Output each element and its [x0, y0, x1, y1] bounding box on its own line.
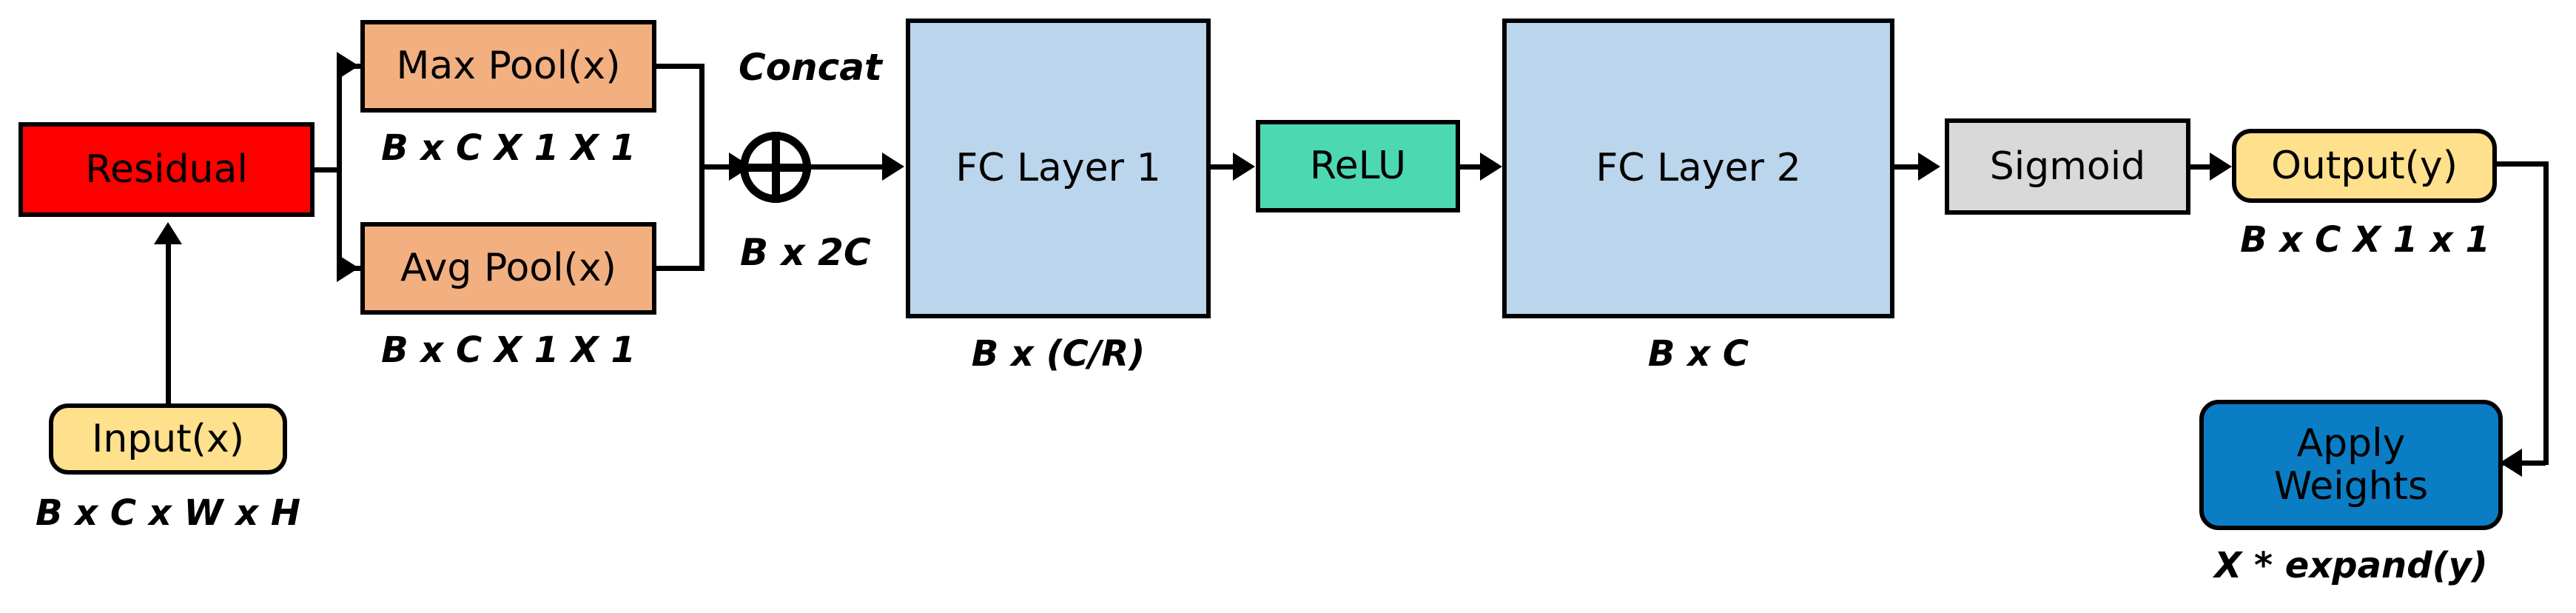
- node-max-pool-label: Max Pool(x): [396, 44, 621, 89]
- label-concat: Concat: [739, 46, 882, 89]
- node-apply-weights[interactable]: Apply Weights: [2199, 400, 2503, 530]
- node-residual[interactable]: Residual: [19, 122, 315, 217]
- edge-fc1-to-relu: [1211, 164, 1237, 170]
- arrowhead-input-to-residual: [154, 222, 182, 244]
- node-apply-weights-label-line1: Apply: [2296, 421, 2406, 466]
- arrowhead-into-fc1: [882, 153, 904, 181]
- node-apply-weights-label-line2: Weights: [2273, 464, 2429, 509]
- node-output[interactable]: Output(y): [2232, 129, 2497, 203]
- node-input-label: Input(x): [92, 416, 244, 461]
- caption-avg-pool: B x C X 1 X 1: [381, 329, 636, 371]
- arrowhead-to-maxpool: [337, 52, 359, 80]
- edge-output-to-apply-bottom: [2501, 460, 2546, 466]
- edge-merge-to-concat: [699, 164, 744, 170]
- edge-maxpool-out: [656, 64, 704, 69]
- arrowhead-into-output: [2210, 153, 2232, 181]
- edge-concat-to-fc1: [811, 164, 885, 170]
- node-fc-layer-2[interactable]: FC Layer 2: [1502, 19, 1894, 318]
- caption-apply-weights: X * expand(y): [2214, 545, 2488, 586]
- node-residual-label: Residual: [85, 147, 248, 192]
- arrowhead-into-fc2: [1480, 153, 1502, 181]
- edge-residual-split-bus: [337, 67, 342, 270]
- node-sigmoid-label: Sigmoid: [1989, 144, 2146, 189]
- node-avg-pool[interactable]: Avg Pool(x): [360, 222, 656, 315]
- caption-input: B x C x W x H: [35, 492, 301, 534]
- edge-input-to-residual: [166, 244, 171, 403]
- caption-concat: B x 2C: [740, 231, 871, 274]
- edge-sigmoid-to-output: [2190, 164, 2227, 170]
- edge-fc2-to-sigmoid: [1894, 164, 1924, 170]
- edge-output-to-apply-top: [2497, 161, 2549, 167]
- node-fc-layer-1[interactable]: FC Layer 1: [906, 19, 1211, 318]
- arrowhead-into-relu: [1233, 153, 1255, 181]
- caption-fc-layer-2: B x C: [1647, 333, 1749, 375]
- arrowhead-to-avgpool: [337, 254, 359, 282]
- node-output-label: Output(y): [2271, 143, 2458, 188]
- node-fc-layer-2-label: FC Layer 2: [1595, 146, 1801, 191]
- concat-circled-plus-icon[interactable]: [740, 132, 811, 203]
- caption-output: B x C X 1 x 1: [2240, 219, 2490, 261]
- edge-residual-stub: [315, 167, 342, 172]
- node-input[interactable]: Input(x): [49, 403, 287, 475]
- node-relu[interactable]: ReLU: [1256, 120, 1460, 212]
- edge-output-to-apply-down: [2543, 161, 2549, 465]
- edge-avgpool-out: [656, 266, 704, 271]
- edge-relu-to-fc2: [1460, 164, 1486, 170]
- caption-fc-layer-1: B x (C/R): [971, 333, 1146, 375]
- arrowhead-into-sigmoid: [1918, 153, 1940, 181]
- node-sigmoid[interactable]: Sigmoid: [1945, 118, 2190, 215]
- arrowhead-into-apply-weights: [2500, 449, 2522, 477]
- node-fc-layer-1-label: FC Layer 1: [955, 146, 1161, 191]
- node-avg-pool-label: Avg Pool(x): [400, 246, 616, 291]
- caption-max-pool: B x C X 1 X 1: [381, 127, 636, 169]
- node-max-pool[interactable]: Max Pool(x): [360, 20, 656, 113]
- node-relu-label: ReLU: [1309, 144, 1407, 189]
